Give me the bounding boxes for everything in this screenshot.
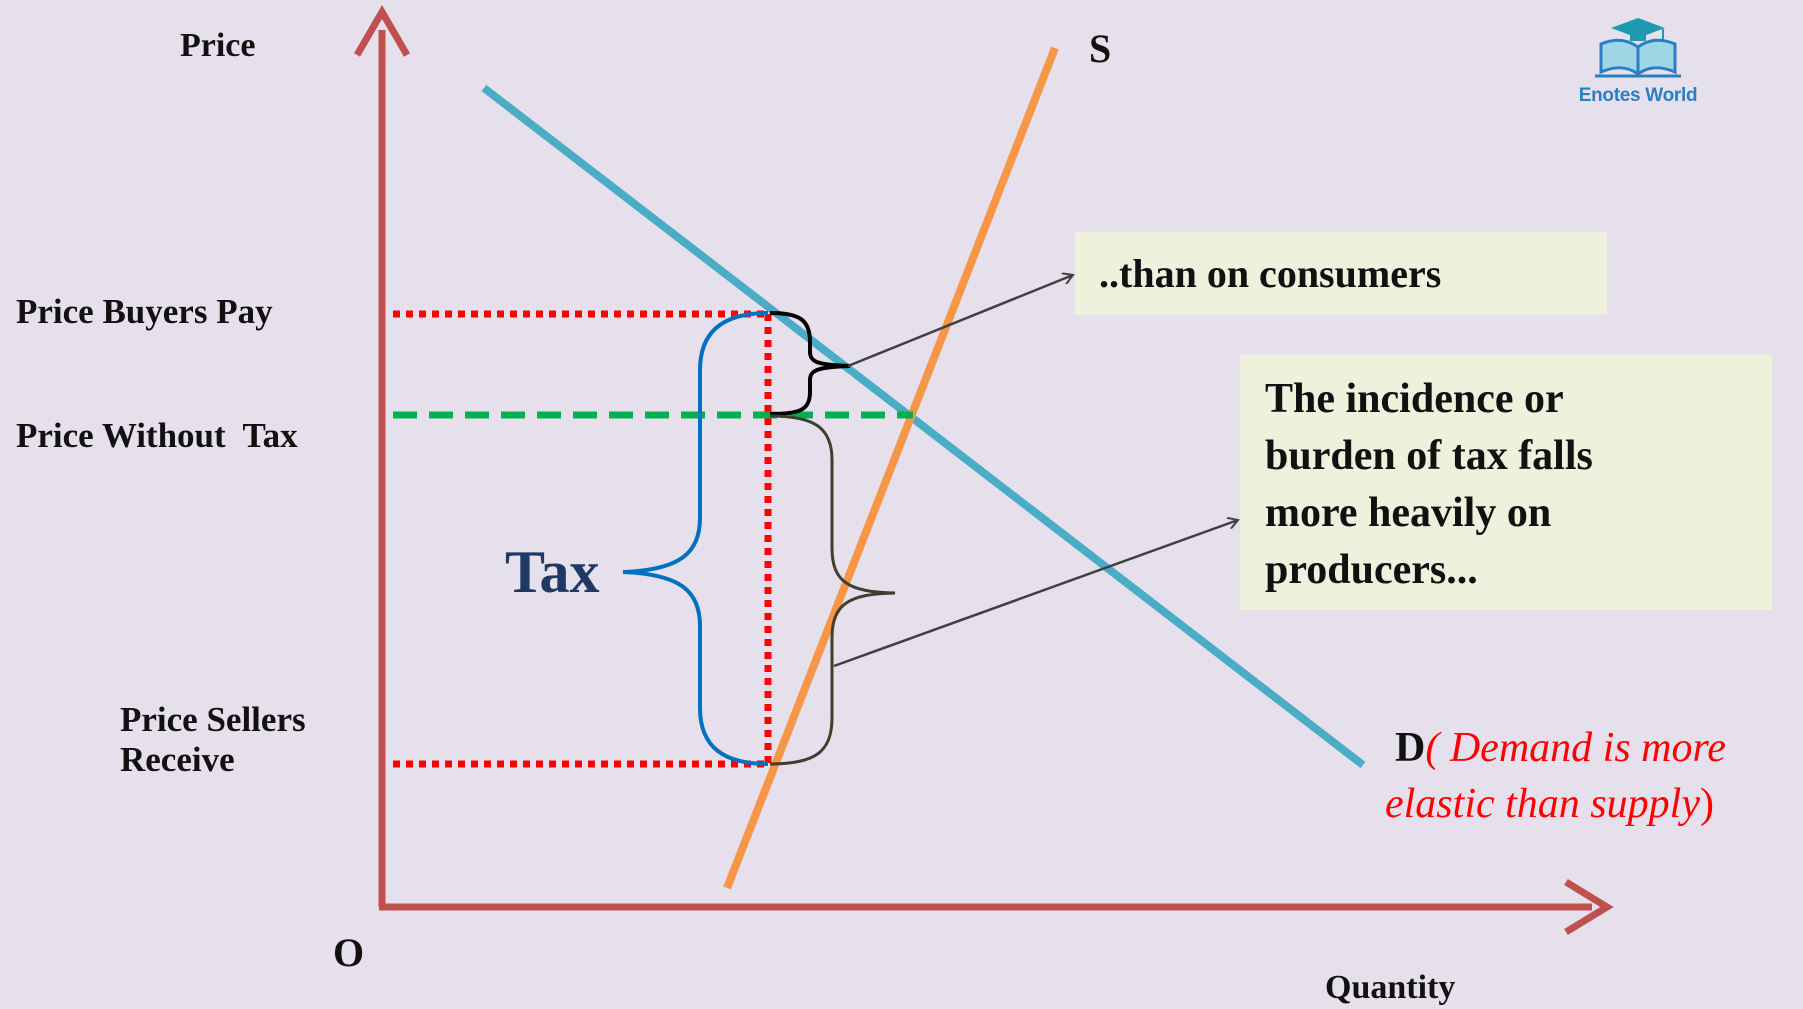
quantity-axis-label: Quantity xyxy=(1325,969,1456,1006)
origin-label: O xyxy=(333,930,365,975)
price-buyers-pay-label: Price Buyers Pay xyxy=(16,292,273,331)
price-without-tax-label: Price Without Tax xyxy=(16,416,298,455)
supply-curve xyxy=(723,46,1059,890)
demand-label: D( Demand is more xyxy=(1395,724,1726,772)
consumer-burden-brace xyxy=(769,311,851,416)
tax-brace xyxy=(622,311,769,766)
logo-text: Enotes World xyxy=(1578,85,1698,106)
demand-curve xyxy=(481,84,1366,769)
producer-callout-line1: The incidence or xyxy=(1265,376,1564,422)
demand-note-open: ( xyxy=(1425,725,1440,771)
enotes-world-logo: Enotes World xyxy=(1563,14,1713,107)
demand-note-line2: elastic than supply xyxy=(1385,781,1700,827)
demand-note-line1: Demand is more xyxy=(1439,725,1726,771)
price-sellers-line2: Receive xyxy=(120,740,235,780)
tax-label: Tax xyxy=(505,539,600,605)
demand-note-second-line: elastic than supply) xyxy=(1385,780,1714,828)
producer-callout-line2: burden of tax falls xyxy=(1265,433,1593,479)
consumer-callout-arrow xyxy=(847,275,1073,368)
producer-callout-box: The incidence or burden of tax falls mor… xyxy=(1240,355,1772,610)
price-axis-label: Price xyxy=(180,27,256,64)
graduation-cap-book-icon xyxy=(1595,18,1681,78)
demand-letter: D xyxy=(1395,725,1426,771)
producer-callout-arrow xyxy=(833,520,1238,668)
y-axis-arrowhead xyxy=(353,5,411,57)
price-sellers-line1: Price Sellers xyxy=(120,700,306,739)
supply-label: S xyxy=(1089,26,1112,71)
demand-note-close: ) xyxy=(1699,781,1714,827)
price-sellers-receive-label: Price Sellers Receive xyxy=(120,700,306,781)
producer-callout-line4: producers... xyxy=(1265,547,1478,593)
consumer-callout-text: ..than on consumers xyxy=(1099,251,1442,296)
producer-burden-brace xyxy=(769,414,896,766)
producer-callout-line3: more heavily on xyxy=(1265,490,1552,536)
x-axis-arrowhead xyxy=(1564,879,1614,935)
consumer-callout-box: ..than on consumers xyxy=(1075,232,1607,315)
